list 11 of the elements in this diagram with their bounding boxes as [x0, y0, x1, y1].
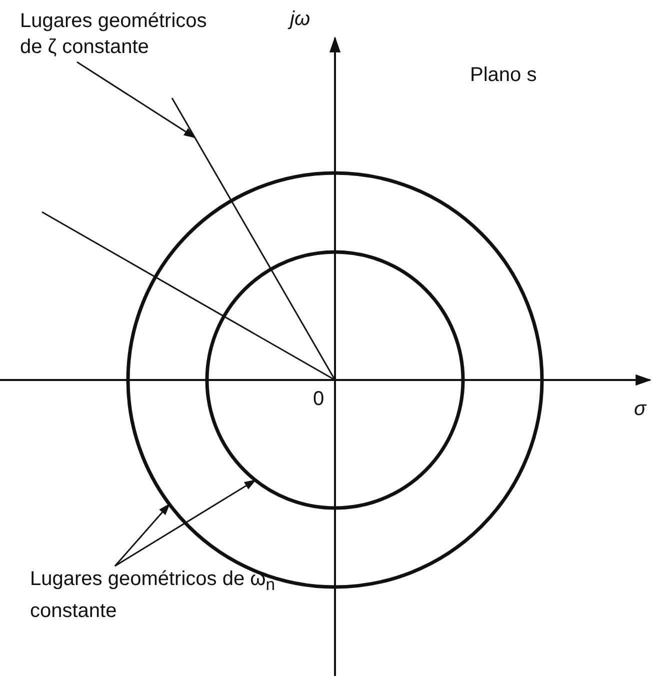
- leader-line: [114, 479, 256, 567]
- plane-label: Plano s: [470, 63, 537, 88]
- natural-frequency-circle: [205, 250, 465, 510]
- leader-line: [114, 503, 170, 566]
- axis-label: σ: [634, 397, 646, 422]
- damping-ratio-line: [171, 98, 336, 380]
- callout-text: Lugares geométricos de ω$_{n}$ constante: [30, 566, 280, 624]
- origin-label: 0: [313, 387, 324, 412]
- axis-label: jω: [290, 6, 310, 32]
- leader-line: [76, 61, 196, 138]
- callout-text: Lugares geométricos de ζ constante: [20, 8, 210, 60]
